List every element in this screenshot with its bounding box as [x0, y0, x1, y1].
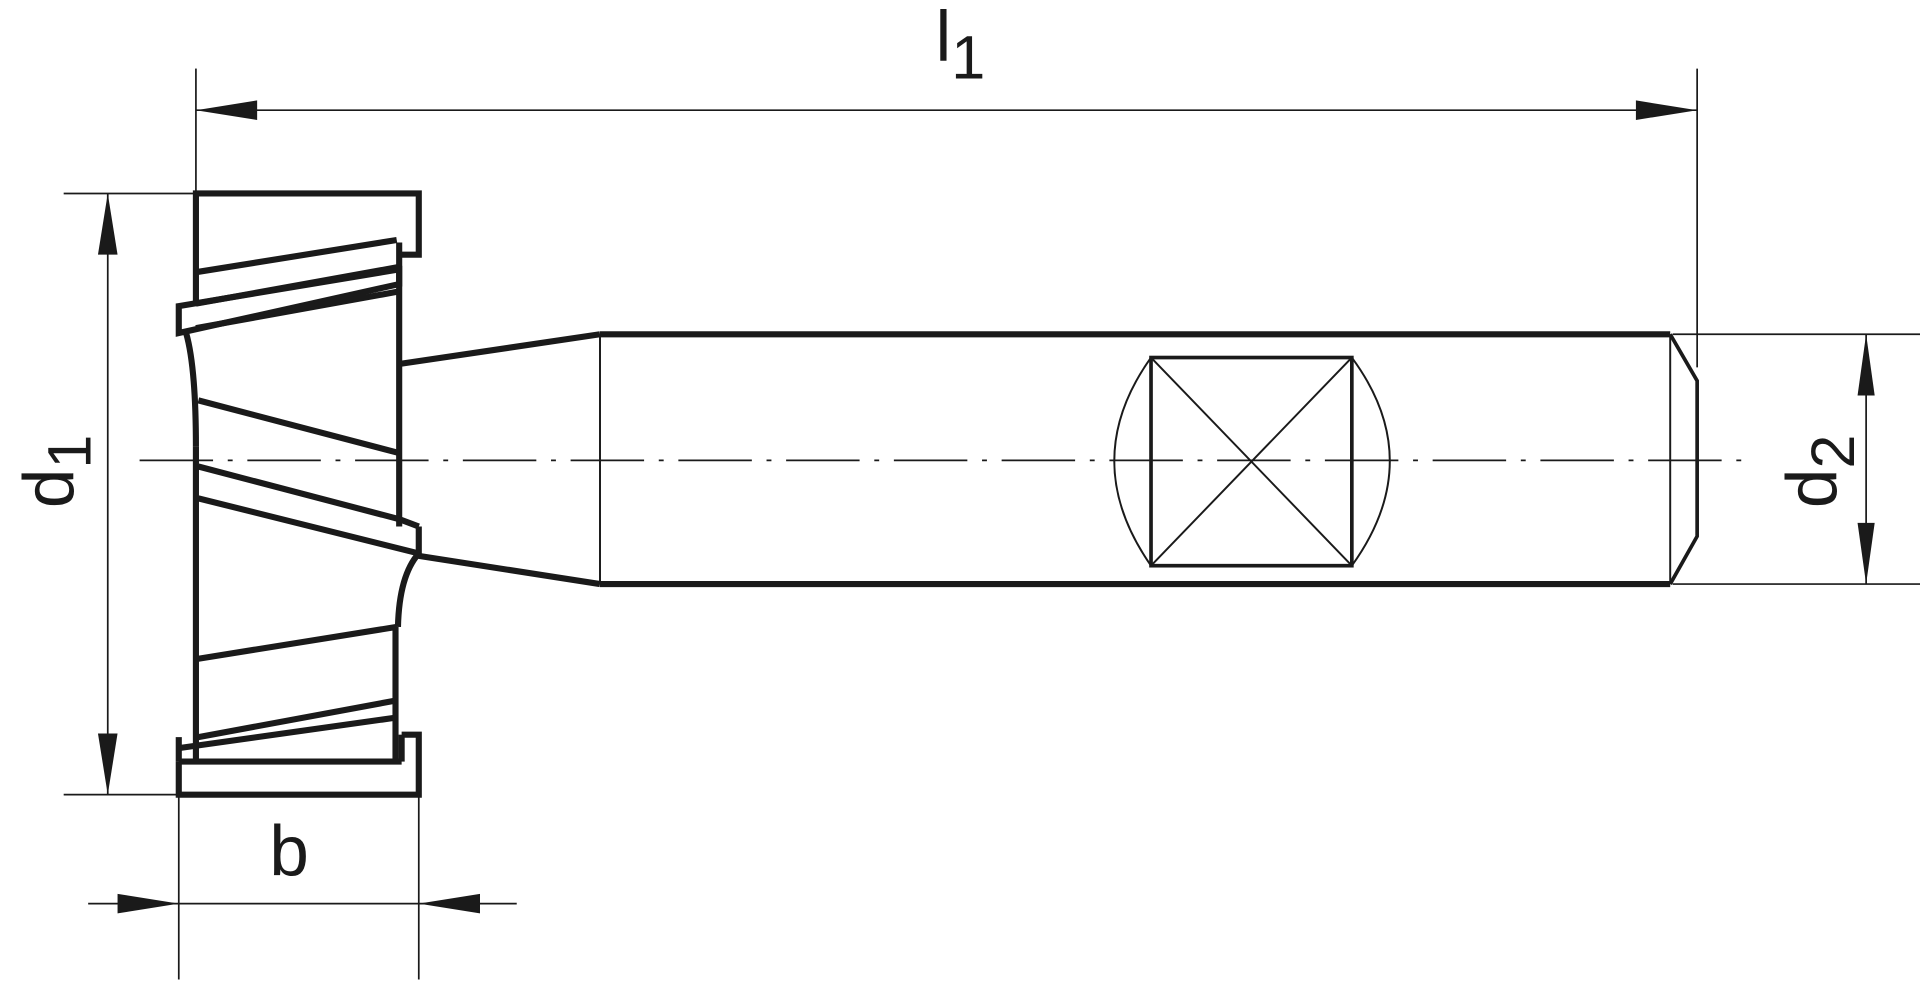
chamfer	[1668, 333, 1699, 585]
dimension-label-d1: d1	[10, 435, 103, 509]
dimension-d1: d1	[10, 193, 118, 795]
shank	[600, 331, 1699, 588]
dimension-d2: d2	[1774, 334, 1875, 585]
dimension-label-l1: l1	[936, 0, 986, 91]
extension-lines	[63, 68, 1920, 980]
dimension-label-b: b	[269, 812, 309, 891]
dimension-label-d2: d2	[1774, 435, 1867, 509]
clamping-flat	[1113, 355, 1391, 568]
dimension-b: b	[88, 812, 517, 914]
cutter-head	[175, 190, 422, 798]
dimension-l1: l1	[195, 0, 1698, 120]
neck	[401, 331, 601, 588]
